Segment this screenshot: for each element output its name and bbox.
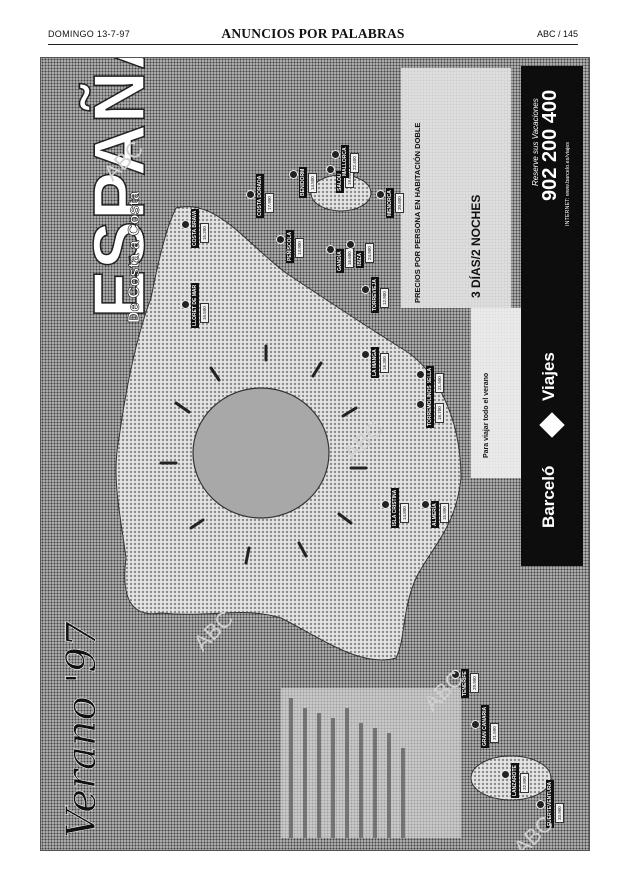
destination-name: PEÑÍSCOLA xyxy=(286,229,294,263)
offer-panel xyxy=(401,68,511,308)
section-title: ANUNCIOS POR PALABRAS xyxy=(221,26,405,41)
destination-price: 15.900 xyxy=(440,503,449,523)
map-pin-icon xyxy=(501,770,510,779)
web-label: INTERNET: www.barcelo.es/viajes xyxy=(565,141,571,226)
destination-price: 16.500 xyxy=(200,303,209,323)
sun-rays xyxy=(159,344,368,565)
subheadline: De Costa a Costa xyxy=(126,191,144,323)
destination-price: 31.500 xyxy=(490,723,499,743)
destination-name: LLORET DE MAR xyxy=(191,282,199,328)
destination-name: ALMERÍA xyxy=(431,501,439,528)
barcelo-diamond-icon xyxy=(539,412,565,438)
sun-illustration xyxy=(192,387,330,519)
phone-number: 902 200 400 xyxy=(539,89,561,201)
destination-price: 29.900 xyxy=(470,673,479,693)
map-pin-icon xyxy=(416,400,425,409)
map-pin-icon xyxy=(361,350,370,359)
destination-name: BENIDORM xyxy=(299,166,307,198)
offer-note: Para viajar todo el verano xyxy=(483,372,490,458)
map-pin-icon xyxy=(346,240,355,249)
destination-name: LA MANGA xyxy=(371,347,379,378)
destination-price: 33.900 xyxy=(555,803,564,823)
map-pin-icon xyxy=(376,190,385,199)
price-list-panel xyxy=(281,688,461,838)
barcelo-advertisement: ESPAÑA De Costa a Costa Verano '97 PRECI… xyxy=(40,57,590,851)
map-pin-icon xyxy=(276,235,285,244)
destination-name: MALLORCA xyxy=(341,145,349,178)
destination-price: 12.900 xyxy=(380,288,389,308)
destination-name: MENORCA xyxy=(386,188,394,218)
offer-title: PRECIOS POR PERSONA EN HABITACIÓN DOBLE xyxy=(413,122,422,303)
offer-note-panel xyxy=(471,308,526,478)
destination-price: 17.900 xyxy=(265,193,274,213)
destination-price: 16.600 xyxy=(345,248,354,268)
headline-espana: ESPAÑA xyxy=(79,57,161,319)
destination-name: TENERIFE xyxy=(461,669,469,698)
destination-price: 16.300 xyxy=(380,353,389,373)
destination-name: ISLA CRISTINA xyxy=(391,487,399,528)
map-pin-icon xyxy=(289,170,298,179)
page-header: DOMINGO 13-7-97 ANUNCIOS POR PALABRAS AB… xyxy=(48,26,578,45)
header-date: DOMINGO 13-7-97 xyxy=(48,29,131,39)
destination-price: 15.200 xyxy=(200,223,209,243)
destination-price: 22.400 xyxy=(350,153,359,173)
map-pin-icon xyxy=(451,670,460,679)
destination-price: 32.800 xyxy=(520,773,529,793)
map-pin-icon xyxy=(381,500,390,509)
destination-name: LANZAROTE xyxy=(511,763,519,798)
destination-name: TORREVIEJA xyxy=(371,277,379,313)
destination-price: 13.900 xyxy=(295,238,304,258)
destination-name: GANDÍA xyxy=(336,249,344,273)
map-pin-icon xyxy=(246,190,255,199)
season-title: Verano '97 xyxy=(59,621,106,838)
map-pin-icon xyxy=(181,300,190,309)
destination-price: 20.600 xyxy=(395,193,404,213)
barcelo-brand-strip: Reserve sus Vacaciones 902 200 400 INTER… xyxy=(521,66,583,566)
brand-name-right: Viajes xyxy=(539,352,558,401)
map-pin-icon xyxy=(331,150,340,159)
destination-price: 14.800 xyxy=(400,503,409,523)
destination-name: GRAN CANARIA xyxy=(481,704,489,748)
destination-name: IBIZA xyxy=(356,250,364,268)
page-number: ABC / 145 xyxy=(536,29,578,39)
map-pin-icon xyxy=(416,370,425,379)
map-pin-icon xyxy=(326,165,335,174)
map-pin-icon xyxy=(361,285,370,294)
destination-price: 18.700 xyxy=(435,403,444,423)
map-pin-icon xyxy=(181,220,190,229)
destination-price: 14.500 xyxy=(308,173,317,193)
map-pin-icon xyxy=(471,720,480,729)
destination-name: TORREMOLINOS xyxy=(426,383,434,428)
brand-name-left: Barceló xyxy=(539,465,558,528)
map-pin-icon xyxy=(421,500,430,509)
destination-name: COSTA DORADA xyxy=(256,173,264,218)
offer-subtitle: 3 DÍAS/2 NOCHES xyxy=(469,194,483,298)
destination-price: 24.900 xyxy=(365,243,374,263)
destination-price: 21.500 xyxy=(435,373,444,393)
destination-name: COSTA BRAVA xyxy=(191,208,199,248)
map-pin-icon xyxy=(536,800,545,809)
map-pin-icon xyxy=(326,245,335,254)
destination-name: FUERTEVENTURA xyxy=(546,779,554,828)
